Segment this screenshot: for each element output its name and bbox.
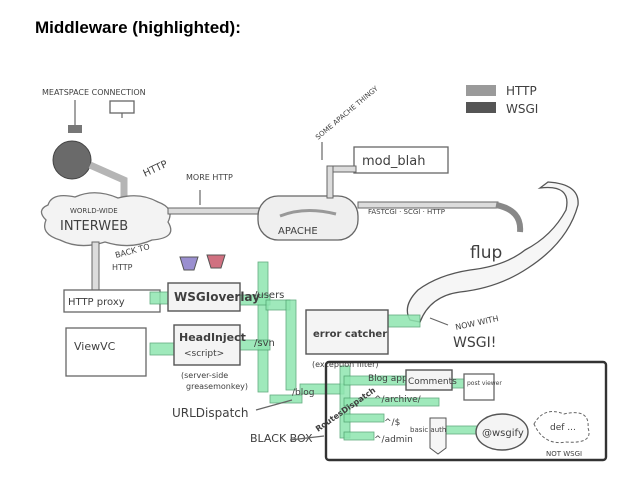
comments-box — [405, 369, 453, 391]
wsgi-pipe-archive — [343, 397, 440, 407]
interweb-apache-pipe — [167, 207, 261, 215]
admin-label: ^/admin — [374, 435, 413, 445]
flup-tail-pipe — [495, 202, 524, 233]
wsgi-pipe-flup — [387, 314, 421, 328]
svn-label: /svn — [254, 338, 275, 349]
archive-label: ^/archive/ — [374, 395, 422, 405]
back-http-label: HTTP — [112, 263, 133, 272]
meatspace-label: MEATSPACE CONNECTION — [42, 88, 146, 97]
some-apache-label: SOME APACHE THINGY — [314, 84, 380, 141]
meatspace-socket — [109, 100, 135, 114]
user-http-pipe — [88, 161, 128, 198]
http-user-label: HTTP — [142, 159, 170, 180]
wsgi-pipe-main — [257, 261, 269, 393]
user-cable-plug — [68, 125, 82, 133]
apache-box — [257, 195, 359, 241]
black-label: BLACK BOX — [250, 432, 313, 445]
root-label: ^/$ — [384, 418, 400, 428]
page-title: Middleware (highlighted): — [35, 18, 241, 37]
urldispatch-label: URLDispatch — [172, 406, 249, 420]
now-with-label: NOW WITH — [455, 314, 500, 332]
back-http-pipe — [91, 241, 100, 293]
legend-http-swatch — [466, 85, 496, 96]
comments-label: Comments — [408, 377, 457, 387]
http-proxy-label: HTTP proxy — [68, 297, 125, 308]
wsgioverlay-label: WSGIoverlay — [174, 290, 260, 304]
error-catcher-label: error catcher — [313, 329, 387, 340]
legend: HTTP WSGI — [466, 84, 538, 116]
basic-auth-label: basic auth — [410, 426, 446, 434]
users-label: /users — [254, 290, 284, 301]
mod-blah-box — [353, 146, 449, 174]
wsgify-label: @wsgify — [482, 428, 524, 439]
blog-app-label: Blog app — [368, 374, 408, 384]
def-label: def ... — [550, 423, 576, 433]
greasemonkey-label: greasemonkey) — [186, 382, 248, 391]
legend-wsgi-label: WSGI — [506, 102, 538, 116]
viewvc-label: ViewVC — [74, 340, 116, 353]
script-label: <script> — [184, 349, 224, 359]
interweb-label: INTERWEB — [60, 219, 128, 234]
urldispatch-arrow — [255, 399, 293, 411]
mod-blah-label: mod_blah — [362, 154, 425, 169]
meatspace-wire — [74, 100, 123, 125]
wsgi-pipe-error — [269, 394, 303, 404]
legend-http-label: HTTP — [506, 84, 537, 98]
error-catcher-box — [305, 309, 389, 355]
world-wide-label: WORLD-WIDE — [70, 207, 118, 215]
wsgi-pipe-wsgify — [445, 425, 481, 435]
now-with-arrow — [429, 317, 449, 326]
viewvc-box — [65, 327, 147, 377]
headinject-label: HeadInject — [179, 331, 246, 344]
wsgi-pipe-proxy — [149, 291, 171, 305]
wine-glass-blue-icon — [179, 256, 199, 271]
black-box-arrow — [289, 435, 325, 441]
wsgi-pipe-root — [343, 413, 385, 423]
legend-wsgi-swatch — [466, 102, 496, 113]
basic-auth-shield — [429, 417, 447, 455]
wsgi-pipe-admin — [343, 431, 375, 441]
def-cloud — [533, 411, 590, 444]
apache-mod-pipe — [326, 165, 334, 199]
wsgify-ellipse — [475, 413, 529, 451]
post-viewer-box — [463, 373, 495, 401]
blog-label: /blog — [292, 388, 314, 398]
more-http-label: MORE HTTP — [186, 173, 233, 182]
apache-feather — [279, 209, 337, 218]
black-box-frame — [324, 360, 608, 462]
interweb-cloud — [40, 192, 172, 247]
headinject-box — [173, 324, 241, 366]
flup-label: flup — [470, 243, 502, 263]
user-head — [52, 140, 92, 180]
fastcgi-label: FASTCGI · SCGI · HTTP — [368, 208, 445, 216]
wine-glass-red-icon — [206, 254, 226, 269]
wsgi-excl-label: WSGI! — [453, 335, 496, 351]
exception-filter-label: (exception filter) — [312, 360, 379, 369]
wsgioverlay-box — [167, 282, 241, 312]
apache-label: APACHE — [278, 226, 318, 237]
wsgi-pipe-right — [285, 299, 297, 391]
server-side-label: (server-side — [181, 371, 228, 380]
post-viewer-label: post viewer — [467, 380, 502, 387]
not-wsgi-label: NOT WSGI — [546, 450, 582, 458]
